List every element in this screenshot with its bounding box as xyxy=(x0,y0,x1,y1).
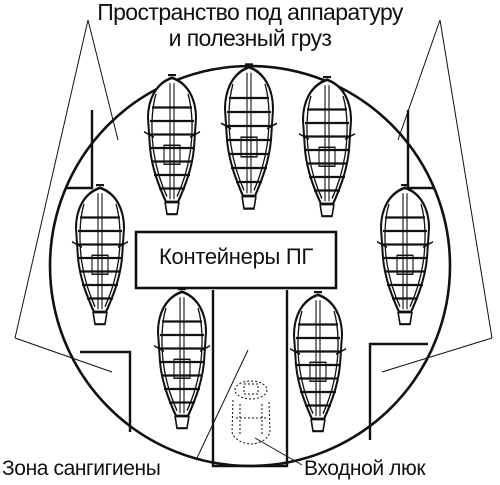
cargo-container-icon xyxy=(219,63,279,211)
leader-line-sanitary-zone xyxy=(195,349,249,461)
leader-line-equipment-right-bottom xyxy=(381,337,493,373)
cargo-container-icon xyxy=(70,183,130,326)
hatch-passage xyxy=(211,290,289,468)
leader-lines xyxy=(14,19,493,466)
partition-top-left xyxy=(66,110,94,190)
cargo-container-icon xyxy=(152,287,212,430)
leader-line-equipment-right xyxy=(397,19,441,141)
partitions xyxy=(66,110,434,468)
entry-hatch-label: Входной люк xyxy=(304,457,426,480)
containers-label: Контейнеры ПГ xyxy=(159,244,313,269)
partition-bottom-right xyxy=(368,342,428,440)
cargo-container-icon xyxy=(375,183,435,326)
cargo-container-icon xyxy=(142,73,202,216)
containers-label-box xyxy=(134,230,338,290)
cargo-container-icon xyxy=(297,75,357,218)
leader-line-equipment-left-bottom xyxy=(14,337,113,373)
leader-line-equipment-left-outer xyxy=(14,19,89,339)
leader-line-equipment-right-outer xyxy=(439,19,493,339)
partition-bottom-left xyxy=(80,350,132,432)
hatch-outline-icon xyxy=(231,380,271,445)
sanitary-zone-label: Зона сангигиены xyxy=(2,457,161,480)
cargo-container-icon xyxy=(288,290,348,433)
equipment-space-label-line1: Пространство под аппаратуру xyxy=(97,0,403,25)
equipment-space-label-line2: и полезный груз xyxy=(168,25,332,51)
